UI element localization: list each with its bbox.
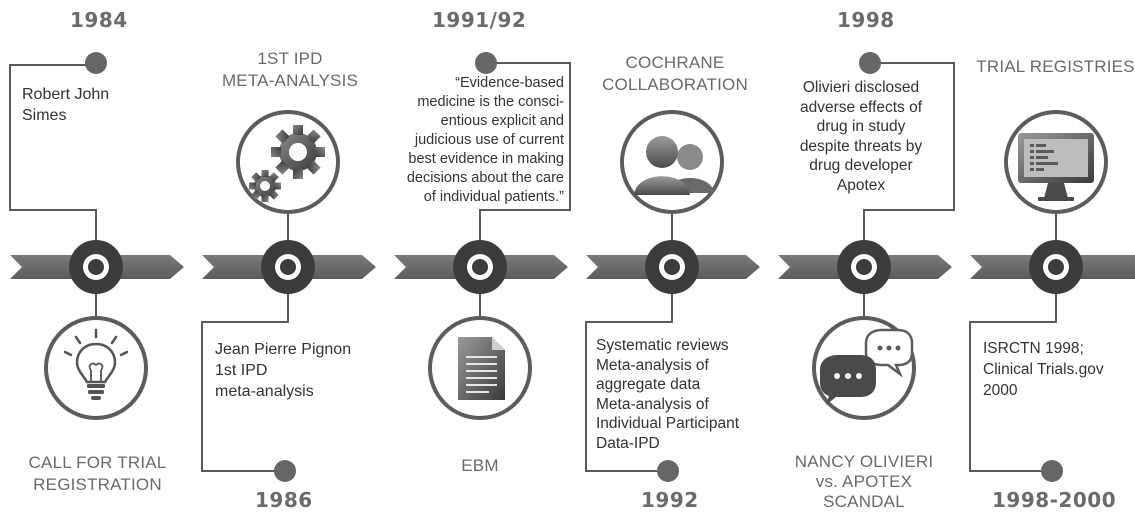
speech-bubbles-icon [820,328,914,405]
title-nancy-olivieri-scandal: NANCY OLIVIERI vs. APOTEX SCANDAL [794,452,934,511]
dot-1998 [859,52,881,74]
people-icon [634,136,714,195]
description-ebm-quote: “Evidence-based medicine is the consci- … [406,75,564,205]
description-jean-pierre-pignon: Jean Pierre Pignon 1st IPD meta-analysis [215,341,352,400]
description-olivieri: Olivieri disclosed adverse effects of dr… [799,79,923,194]
title-cochrane-collaboration: COCHRANE COLLABORATION [602,53,748,94]
connector-1986-bottom [201,294,289,472]
gears-icon [249,125,325,202]
description-cochrane: Systematic reviews Meta-analysis of aggr… [596,337,740,452]
title-trial-registries: TRIAL REGISTRIES [976,57,1135,76]
dot-1992 [657,460,679,482]
document-icon [458,337,505,400]
connector-1998-top [863,62,955,240]
year-1992: 1992 [641,488,699,512]
description-robert-john-simes: Robert John Simes [22,86,110,124]
year-1998-2000: 1998-2000 [992,488,1117,512]
dot-1991 [475,52,497,74]
connector-lines [9,62,1057,472]
node-1992 [645,240,699,294]
connector-2000-bottom [969,294,1057,472]
node-1986 [261,240,315,294]
title-call-for-trial-registration: CALL FOR TRIAL REGISTRATION [28,453,167,494]
year-1986: 1986 [255,488,313,512]
timeline-arrows [10,255,1135,279]
monitor-icon [1018,133,1094,201]
node-2000 [1029,240,1083,294]
year-1984: 1984 [70,8,128,32]
connector-1991-top [479,62,571,240]
node-1998 [837,240,891,294]
connector-1992-bottom [585,294,673,472]
title-ebm: EBM [461,456,499,475]
node-1991 [453,240,507,294]
dot-2000 [1041,460,1063,482]
year-1998: 1998 [837,8,895,32]
dot-1986 [274,460,296,482]
connector-1984-top [9,64,97,240]
timeline-nodes [69,240,1083,294]
dot-1984 [85,52,107,74]
year-dots [85,52,1063,482]
title-1st-ipd-meta-analysis: 1ST IPD META-ANALYSIS [221,49,359,90]
node-1984 [69,240,123,294]
lightbulb-icon [63,328,129,400]
year-1991-92: 1991/92 [432,8,527,32]
description-trial-registries: ISRCTN 1998; Clinical Trials.gov 2000 [983,340,1104,399]
